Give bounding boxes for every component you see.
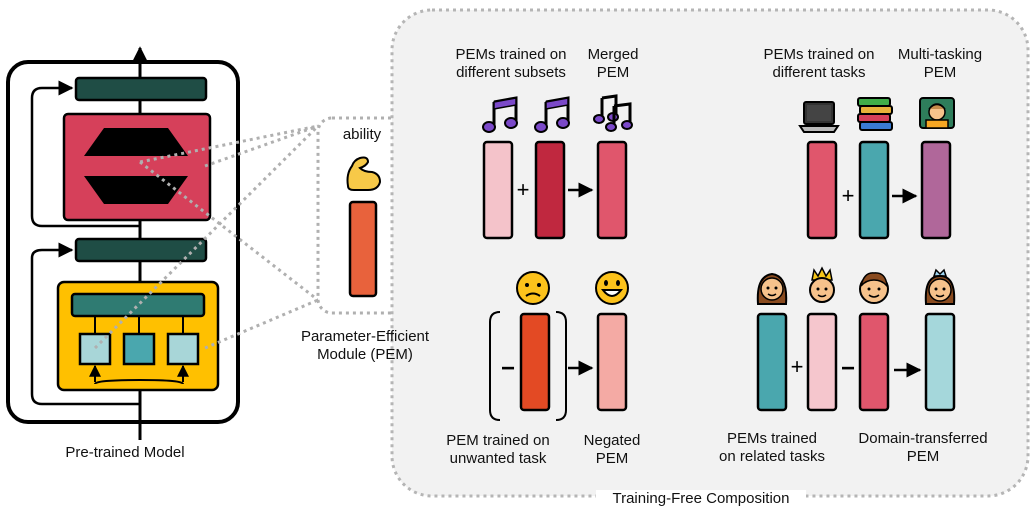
transfer-plus-operator: + [791, 354, 804, 379]
merge-source-bar-1 [482, 140, 514, 240]
negation-result-bar [596, 312, 628, 412]
composition-panel [390, 8, 1030, 498]
adapter-cell-3 [166, 332, 200, 366]
pem-module-label-line2: Module (PEM) [317, 346, 413, 363]
transfer-result-bar [924, 312, 956, 412]
merge-source-bar-2 [534, 140, 566, 240]
transfer-source-bar-3 [858, 312, 890, 412]
transfer-source-bar-2 [806, 312, 838, 412]
composition-title: Training-Free Composition [596, 490, 806, 512]
adapter-cell-2 [122, 332, 156, 366]
pem-bar [348, 200, 378, 298]
adapter-projection [70, 292, 206, 318]
negation-source-label: PEM trained on unwanted task [446, 432, 550, 467]
transfer-group [756, 312, 956, 412]
merge-plus-operator: + [517, 177, 530, 202]
negation-source-bar [519, 312, 551, 412]
adapter-input-arrows [94, 378, 184, 385]
transfer-result-label: Domain-transferred PEM [858, 430, 988, 465]
transfer-source-label: PEMs trained on related tasks [719, 430, 825, 465]
merge-result-label: Merged PEM [587, 46, 639, 81]
technologist-icon [919, 97, 955, 129]
merge-source-label: PEMs trained on different subsets [455, 46, 567, 81]
princess-icon [924, 268, 956, 305]
top-norm-block [74, 76, 208, 102]
transfer-source-bar-1 [756, 312, 788, 412]
attention-shape [84, 128, 188, 156]
grinning-face-icon [595, 271, 629, 305]
merge-result-bar [596, 140, 628, 240]
prince-icon [809, 266, 835, 303]
pem-ability-label: ability [342, 126, 382, 143]
right-bracket [555, 311, 567, 421]
bottom-skip-connection [30, 242, 140, 406]
multitask-source-bar-2 [858, 140, 890, 240]
books-icon [857, 97, 893, 131]
multitask-group [806, 140, 952, 240]
bottom-norm-block [74, 237, 208, 263]
multitask-result-bar [920, 140, 952, 240]
laptop-icon [798, 101, 840, 133]
woman-icon [756, 272, 788, 305]
negation-minus-operator: − [501, 355, 515, 382]
musical-notes-icon [593, 94, 633, 132]
top-skip-connection [30, 80, 140, 228]
multitask-source-label: PEMs trained on different tasks [763, 46, 875, 81]
multitask-result-label: Multi-tasking PEM [897, 46, 983, 81]
musical-note-icon [534, 96, 570, 133]
transfer-minus-operator: − [841, 355, 855, 382]
confused-face-icon [516, 271, 550, 305]
pem-module-label: Parameter-Efficient Module (PEM) [285, 328, 445, 364]
left-bracket [489, 311, 501, 421]
negation-group [489, 311, 628, 421]
multitask-source-bar-1 [806, 140, 838, 240]
pretrained-model [6, 46, 240, 440]
man-icon [859, 272, 889, 304]
pem-module-label-line1: Parameter-Efficient [300, 328, 430, 345]
negation-result-label: Negated PEM [583, 432, 641, 467]
merge-group [482, 140, 628, 240]
flexed-biceps-icon [346, 156, 382, 191]
zoom-lines [93, 124, 320, 350]
attention-shape-lower [84, 176, 188, 204]
musical-note-icon [482, 96, 518, 133]
pretrained-model-label: Pre-trained Model [65, 444, 185, 461]
multitask-plus-operator: + [842, 183, 855, 208]
